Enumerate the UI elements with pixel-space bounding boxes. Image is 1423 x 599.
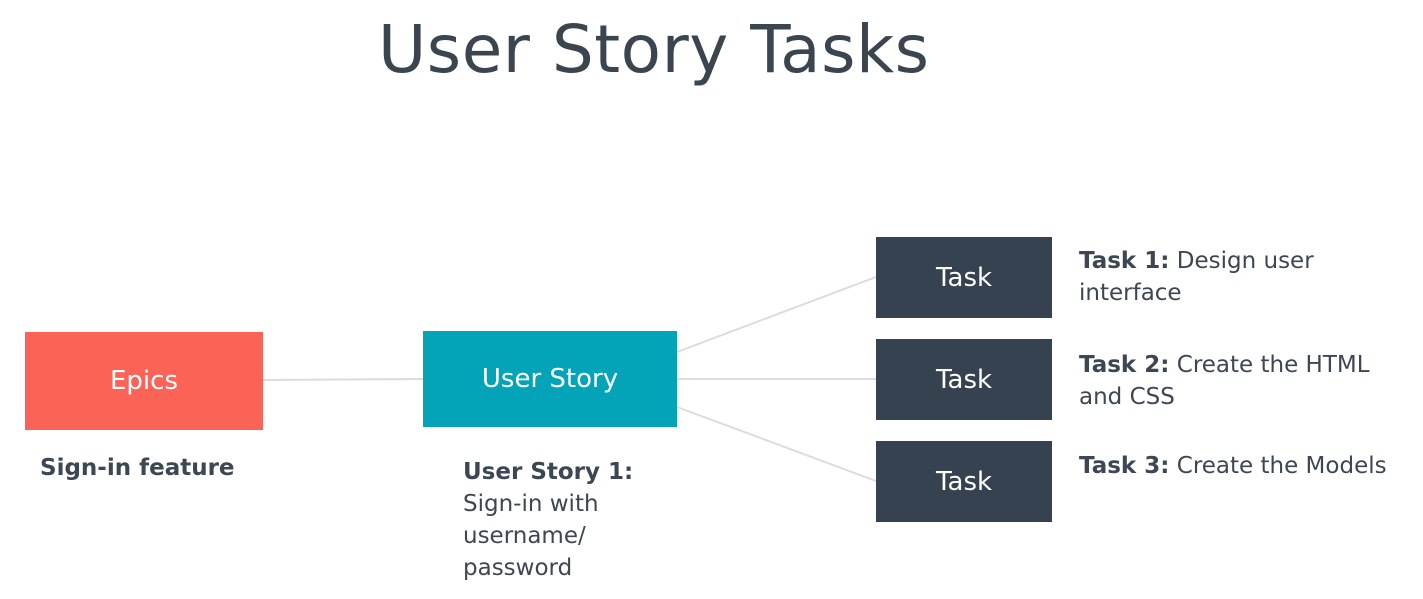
user-story-caption-heading: User Story 1: bbox=[463, 459, 634, 485]
connector-story-task-3 bbox=[676, 406, 877, 482]
task-caption-1-heading: Task 1: bbox=[1079, 248, 1170, 274]
task-box-3-label: Task bbox=[935, 466, 993, 497]
connector-story-task-1 bbox=[676, 276, 877, 353]
task-caption-1-body: Design user interface bbox=[1079, 248, 1314, 306]
connector-epic-story bbox=[262, 378, 424, 381]
epics-caption: Sign-in feature bbox=[40, 455, 235, 481]
task-caption-2-body: Create the HTML and CSS bbox=[1079, 352, 1370, 410]
user-story-box: User Story bbox=[423, 331, 677, 427]
task-box-2: Task bbox=[876, 339, 1052, 420]
epics-box-label: Epics bbox=[110, 366, 178, 396]
task-caption-3: Task 3: Create the Models bbox=[1079, 450, 1419, 482]
user-story-caption: User Story 1: Sign-in with username/ pas… bbox=[463, 456, 693, 584]
task-box-1: Task bbox=[876, 237, 1052, 318]
task-caption-1: Task 1: Design user interface bbox=[1079, 245, 1419, 309]
slide-title: User Story Tasks bbox=[378, 11, 930, 88]
epics-box: Epics bbox=[25, 332, 263, 430]
task-box-3: Task bbox=[876, 441, 1052, 522]
user-story-caption-body: Sign-in with username/ password bbox=[463, 491, 599, 581]
user-story-box-label: User Story bbox=[481, 364, 619, 394]
task-caption-3-heading: Task 3: bbox=[1079, 453, 1170, 479]
task-caption-2-heading: Task 2: bbox=[1079, 352, 1170, 378]
task-caption-3-body: Create the Models bbox=[1176, 453, 1387, 479]
task-box-2-label: Task bbox=[935, 364, 993, 395]
task-caption-2: Task 2: Create the HTML and CSS bbox=[1079, 349, 1419, 413]
task-box-1-label: Task bbox=[935, 262, 993, 293]
